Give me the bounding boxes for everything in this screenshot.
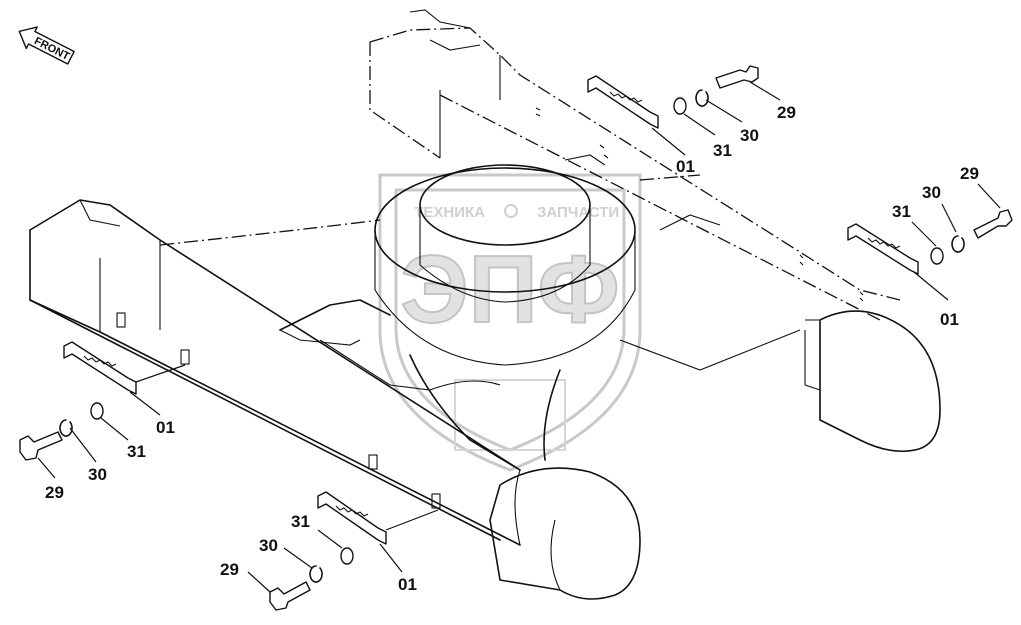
callout-right-bracket: 01 bbox=[940, 310, 959, 329]
callout-top-bracket: 01 bbox=[676, 157, 695, 176]
track-frame bbox=[29, 9, 941, 600]
callout-left-bolt: 29 bbox=[45, 483, 64, 502]
watermark: ТЕХНИКА ЗАПЧАСТИ ЭПФ bbox=[378, 173, 642, 472]
hardware-group-right: 29 30 31 01 bbox=[847, 164, 1013, 329]
hardware-group-top: 29 30 31 01 bbox=[587, 65, 796, 176]
bracket bbox=[847, 223, 919, 275]
callout-left-washer: 31 bbox=[127, 442, 146, 461]
gear-icon bbox=[504, 204, 518, 218]
spring-washer bbox=[309, 565, 323, 583]
watermark-right-word: ЗАПЧАСТИ bbox=[537, 204, 619, 221]
callout-right-bolt: 29 bbox=[960, 164, 979, 183]
callout-right-washer: 31 bbox=[892, 202, 911, 221]
callout-left-spring-washer: 30 bbox=[88, 465, 107, 484]
bolt bbox=[19, 431, 63, 461]
watermark-left-word: ТЕХНИКА bbox=[414, 204, 485, 221]
callout-left-bracket: 01 bbox=[156, 418, 175, 437]
callout-bottom-washer: 31 bbox=[291, 512, 310, 531]
callout-bottom-spring-washer: 30 bbox=[259, 536, 278, 555]
bolt bbox=[269, 581, 311, 611]
bracket bbox=[63, 341, 137, 395]
bracket bbox=[587, 75, 659, 129]
callout-bottom-bracket: 01 bbox=[398, 575, 417, 594]
callout-top-spring-washer: 30 bbox=[740, 126, 759, 145]
callout-top-bolt: 29 bbox=[777, 103, 796, 122]
washer bbox=[340, 547, 354, 565]
bolt bbox=[715, 65, 759, 89]
watermark-monogram: ЭПФ bbox=[400, 236, 619, 343]
spring-washer bbox=[695, 89, 709, 107]
hardware-group-bottom: 31 30 29 01 bbox=[220, 491, 439, 611]
callout-bottom-bolt: 29 bbox=[220, 560, 239, 579]
bolt bbox=[973, 209, 1013, 239]
spring-washer bbox=[59, 419, 73, 437]
spring-washer bbox=[951, 235, 965, 253]
front-arrow: FRONT bbox=[18, 26, 75, 65]
washer bbox=[90, 402, 104, 420]
hardware-group-left: 01 31 30 29 bbox=[19, 341, 186, 502]
bracket bbox=[317, 491, 387, 545]
washer bbox=[673, 97, 687, 115]
callout-top-washer: 31 bbox=[713, 141, 732, 160]
washer bbox=[930, 247, 944, 265]
callout-right-spring-washer: 30 bbox=[922, 183, 941, 202]
